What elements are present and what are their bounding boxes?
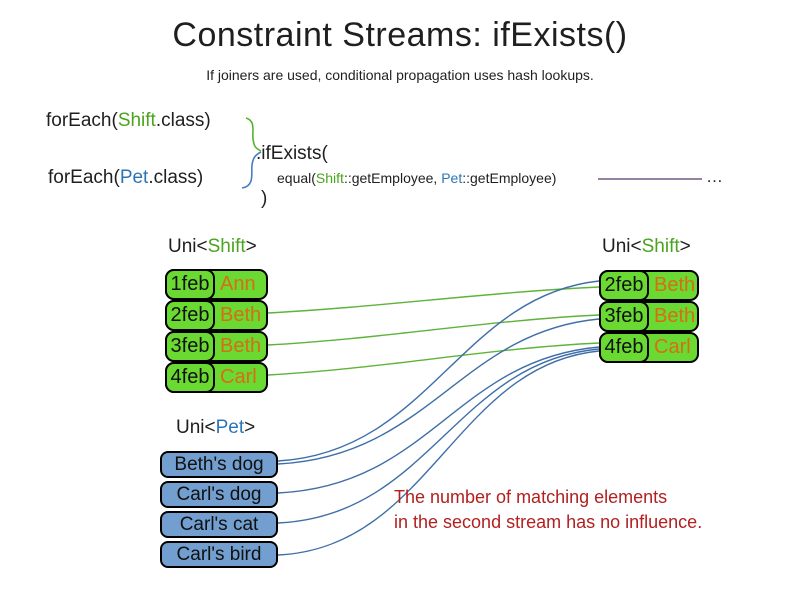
code-equal-joiner: equal(Shift::getEmployee, Pet::getEmploy… (277, 170, 556, 186)
code-text: forEach( (46, 110, 118, 131)
shift-date-cell: 2feb (599, 270, 649, 301)
pet-class-token: Pet (119, 167, 149, 188)
note-line-2: in the second stream has no influence. (394, 512, 703, 532)
code-text: .class) (155, 110, 211, 131)
slide-subtitle: If joiners are used, conditional propaga… (206, 67, 594, 83)
brace-top-green (245, 117, 262, 152)
pet-type-token: Pet (215, 417, 245, 438)
connector-shift-2feb (267, 286, 600, 314)
slide-title: Constraint Streams: ifExists() (172, 16, 628, 54)
shift-row-1feb-ann: 1feb Ann (165, 269, 268, 300)
label-text: Uni< (602, 236, 642, 257)
shift-employee-cell: Carl (654, 336, 691, 358)
shift-date-cell: 3feb (599, 301, 649, 332)
shift-employee-cell: Beth (220, 335, 262, 357)
shift-date-cell: 3feb (165, 331, 215, 362)
shift-row-2feb-beth: 2feb Beth (165, 300, 268, 331)
pet-row-carls-bird: Carl's bird (160, 541, 278, 568)
code-foreach-shift: forEach(Shift.class) (46, 110, 211, 132)
connector-beths-dog-2feb (277, 280, 600, 462)
brace-bottom-blue (241, 151, 262, 189)
shift-row-4feb-carl: 4feb Carl (599, 332, 699, 363)
note-line-1: The number of matching elements (394, 487, 668, 507)
code-ifexists: .ifExists( (256, 143, 328, 164)
code-foreach-pet: forEach(Pet.class) (48, 167, 203, 189)
pet-row-beths-dog: Beth's dog (160, 451, 278, 478)
pet-row-carls-dog: Carl's dog (160, 481, 278, 508)
code-text: forEach( (48, 167, 120, 188)
left-shift-table-label: Uni<Shift> (168, 236, 257, 258)
label-text: > (679, 236, 691, 257)
label-text: Uni< (168, 236, 208, 257)
pet-class-token: Pet (441, 170, 463, 186)
connector-shift-4feb (267, 342, 600, 376)
shift-date-cell: 2feb (165, 300, 215, 331)
shift-employee-cell: Ann (220, 273, 256, 295)
shift-row-3feb-beth: 3feb Beth (599, 301, 699, 332)
shift-row-3feb-beth: 3feb Beth (165, 331, 268, 362)
pet-row-carls-cat: Carl's cat (160, 511, 278, 538)
code-text: .class) (148, 167, 204, 188)
label-text: > (245, 236, 257, 257)
shift-date-cell: 4feb (599, 332, 649, 363)
connector-shift-3feb (267, 314, 600, 346)
connector-carls-bird-4feb (277, 350, 600, 556)
note-text: The number of matching elements in the s… (394, 485, 702, 535)
shift-employee-cell: Beth (220, 304, 262, 326)
shift-employee-cell: Beth (654, 274, 696, 296)
connector-beths-dog-3feb (277, 318, 600, 465)
shift-row-2feb-beth: 2feb Beth (599, 270, 699, 301)
pet-table-label: Uni<Pet> (176, 417, 255, 439)
shift-type-token: Shift (207, 236, 246, 257)
shift-row-4feb-carl: 4feb Carl (165, 362, 268, 393)
right-shift-table-label: Uni<Shift> (602, 236, 691, 258)
shift-date-cell: 4feb (165, 362, 215, 393)
connector-carls-dog-4feb (277, 346, 600, 494)
code-text: equal( (277, 170, 316, 186)
shift-type-token: Shift (641, 236, 680, 257)
shift-class-token: Shift (315, 170, 344, 186)
connector-carls-cat-4feb (277, 348, 600, 524)
label-text: Uni< (176, 417, 216, 438)
ellipsis-continuation: … (706, 167, 723, 186)
code-text: ::getEmployee) (462, 170, 557, 186)
code-text: ::getEmployee, (343, 170, 442, 186)
code-close-paren: ) (261, 188, 268, 209)
shift-class-token: Shift (117, 110, 156, 131)
label-text: > (244, 417, 256, 438)
shift-employee-cell: Beth (654, 305, 696, 327)
shift-date-cell: 1feb (165, 269, 215, 300)
shift-employee-cell: Carl (220, 366, 257, 388)
